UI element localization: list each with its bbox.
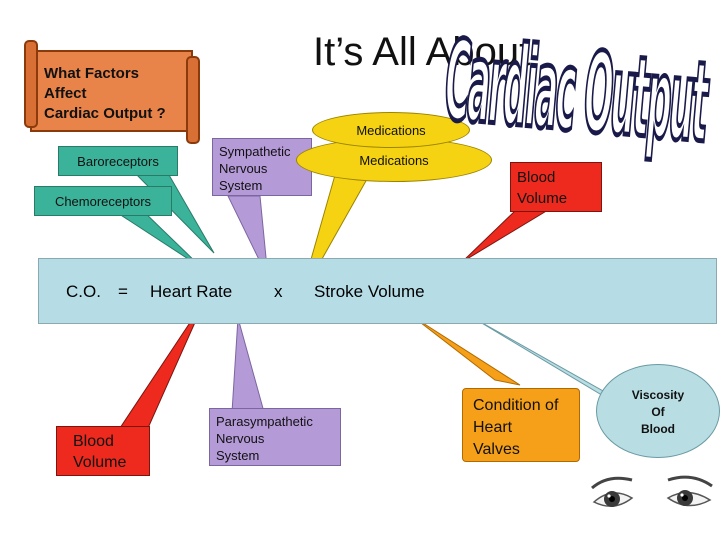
blood-volume-right-pointer [461,209,550,263]
blood-volume-left-line-1: Blood [73,433,114,450]
equation-times: x [274,282,283,301]
cardiac-output-title-art: Cardiac Output [440,16,715,165]
condition-box: Condition of Heart Valves [462,388,580,462]
viscosity-line-2: Of [651,405,665,419]
parasympathetic-line-3: System [216,448,260,463]
parasympathetic-box: Parasympathetic Nervous System [209,408,341,466]
eyes-image [591,475,713,507]
cardiac-output-title-text: Cardiac Output [440,17,713,165]
sympathetic-line-2: Nervous [219,161,268,176]
condition-line-1: Condition of [473,397,559,414]
medications-label: Medications [359,153,429,168]
equation-equals: = [118,282,128,301]
page-title: It’s All About [313,30,531,74]
left-eye-icon [591,476,634,507]
question-line-1: What Factors [44,65,140,82]
chemoreceptors-box: Chemoreceptors [34,186,172,216]
parasympathetic-line-2: Nervous [216,431,265,446]
viscosity-ellipse: Viscosity Of Blood [596,364,720,458]
medications-top-ellipse: Medications [312,112,470,148]
viscosity-line-1: Viscosity [631,388,685,402]
blood-volume-right-box: Blood Volume [510,162,602,212]
blood-volume-right-line-2: Volume [517,190,568,207]
question-line-3: Cardiac Output ? [44,105,166,122]
baroreceptors-label: Baroreceptors [77,154,159,169]
sympathetic-line-1: Sympathetic [219,144,291,159]
parasympathetic-pointer [231,317,265,413]
medications-top-label: Medications [356,123,426,138]
condition-line-2: Heart [473,419,513,436]
scroll-roll-right [186,56,200,144]
blood-volume-left-line-2: Volume [73,454,127,471]
equation-bar [38,258,717,324]
blood-volume-right-line-1: Blood [517,169,556,186]
blood-volume-left-box: Blood Volume [56,426,150,476]
baroreceptors-box: Baroreceptors [58,146,178,176]
condition-pointer [411,315,521,386]
question-line-2: Affect [44,85,87,102]
equation-heart-rate: Heart Rate [150,282,233,301]
viscosity-line-3: Blood [641,422,675,436]
chemoreceptors-label: Chemoreceptors [54,194,152,209]
condition-line-3: Valves [473,441,520,458]
sympathetic-box: Sympathetic Nervous System [212,138,312,196]
sympathetic-line-3: System [219,178,263,193]
parasympathetic-line-1: Parasympathetic [216,414,313,429]
question-scroll: What Factors Affect Cardiac Output ? [30,50,193,132]
equation-co: C.O. [66,282,101,301]
scroll-roll-left [24,40,38,128]
sympathetic-pointer [227,195,269,279]
equation-stroke-volume: Stroke Volume [314,282,425,301]
right-eye-icon [666,475,713,507]
